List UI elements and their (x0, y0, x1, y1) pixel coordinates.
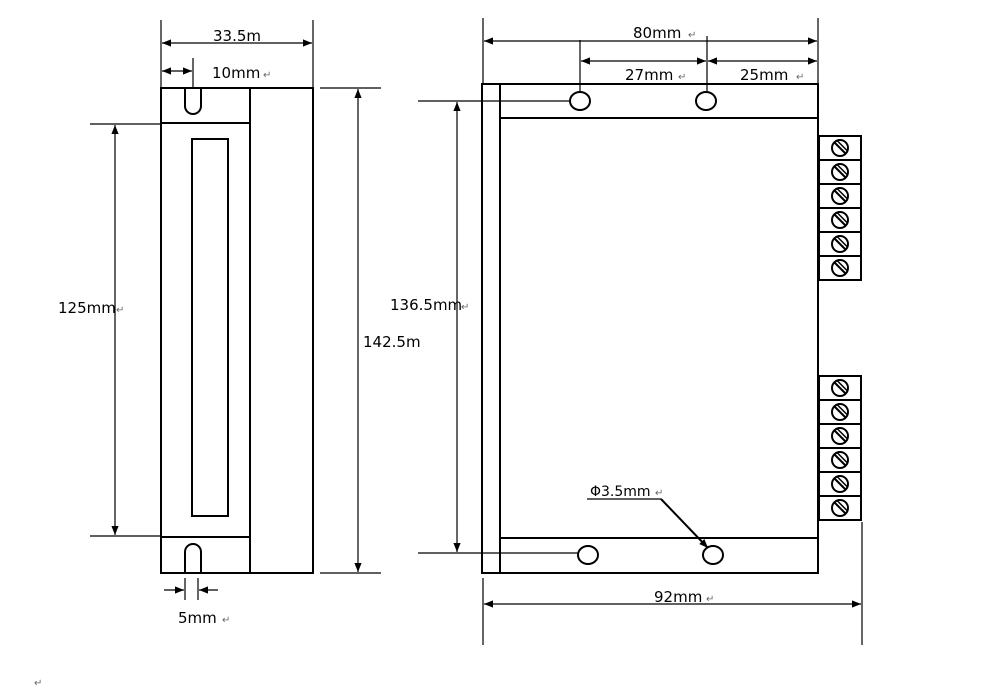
vertical-hole-spacing-label: 136.5mm (390, 296, 462, 314)
terminal-screw (818, 135, 862, 161)
terminal-screw (818, 399, 862, 425)
top-mounting-slot (184, 88, 202, 115)
slot-offset-label: 10mm (212, 64, 260, 82)
mounting-hole-top-left (569, 91, 591, 111)
terminal-screw (818, 183, 862, 209)
return-mark: ↵ (263, 70, 271, 81)
return-mark: ↵ (688, 30, 696, 41)
terminal-screw (818, 471, 862, 497)
return-mark: ↵ (461, 302, 469, 313)
side-dimensions: 33.5m 10mm ↵ 125mm ↵ 142.5m 5mm ↵ (58, 20, 421, 627)
front-view (481, 83, 862, 574)
hole-diameter-label: Φ3.5mm (590, 484, 651, 500)
return-mark: ↵ (655, 488, 663, 499)
front-width-label: 80mm (633, 24, 681, 42)
terminal-screw (818, 207, 862, 233)
front-side-rail (481, 83, 501, 574)
bottom-mounting-slot (184, 543, 202, 573)
terminal-screw (818, 375, 862, 401)
side-window (191, 138, 229, 517)
terminal-screw (818, 495, 862, 521)
mounting-hole-bottom-right (702, 545, 724, 565)
terminal-screw (818, 255, 862, 281)
terminal-screw (818, 423, 862, 449)
terminal-block-lower (818, 375, 862, 521)
mounting-hole-top-right (695, 91, 717, 111)
terminal-screw (818, 159, 862, 185)
terminal-block-upper (818, 135, 862, 281)
inner-height-label: 125mm (58, 299, 116, 317)
slot-width-label: 5mm (178, 609, 217, 627)
terminal-screw (818, 447, 862, 473)
hole-edge-offset-label: 25mm (740, 66, 788, 84)
side-body-outline (160, 87, 314, 574)
front-dimensions: 80mm ↵ 27mm ↵ 25mm ↵ 136.5mm ↵ 92mm ↵ Φ3… (390, 18, 863, 645)
front-body-outline (499, 83, 819, 574)
paragraph-mark: ↵ (34, 678, 42, 689)
return-mark: ↵ (116, 305, 124, 316)
side-view (160, 87, 314, 574)
side-width-label: 33.5m (213, 27, 261, 45)
overall-width-label: 92mm (654, 588, 702, 606)
return-mark: ↵ (678, 72, 686, 83)
return-mark: ↵ (706, 594, 714, 605)
return-mark: ↵ (222, 615, 230, 626)
return-mark: ↵ (796, 72, 804, 83)
mounting-hole-bottom-left (577, 545, 599, 565)
hole-diameter-leader (660, 498, 709, 549)
hole-spacing-label: 27mm (625, 66, 673, 84)
terminal-screw (818, 231, 862, 257)
total-height-label: 142.5m (363, 333, 421, 351)
